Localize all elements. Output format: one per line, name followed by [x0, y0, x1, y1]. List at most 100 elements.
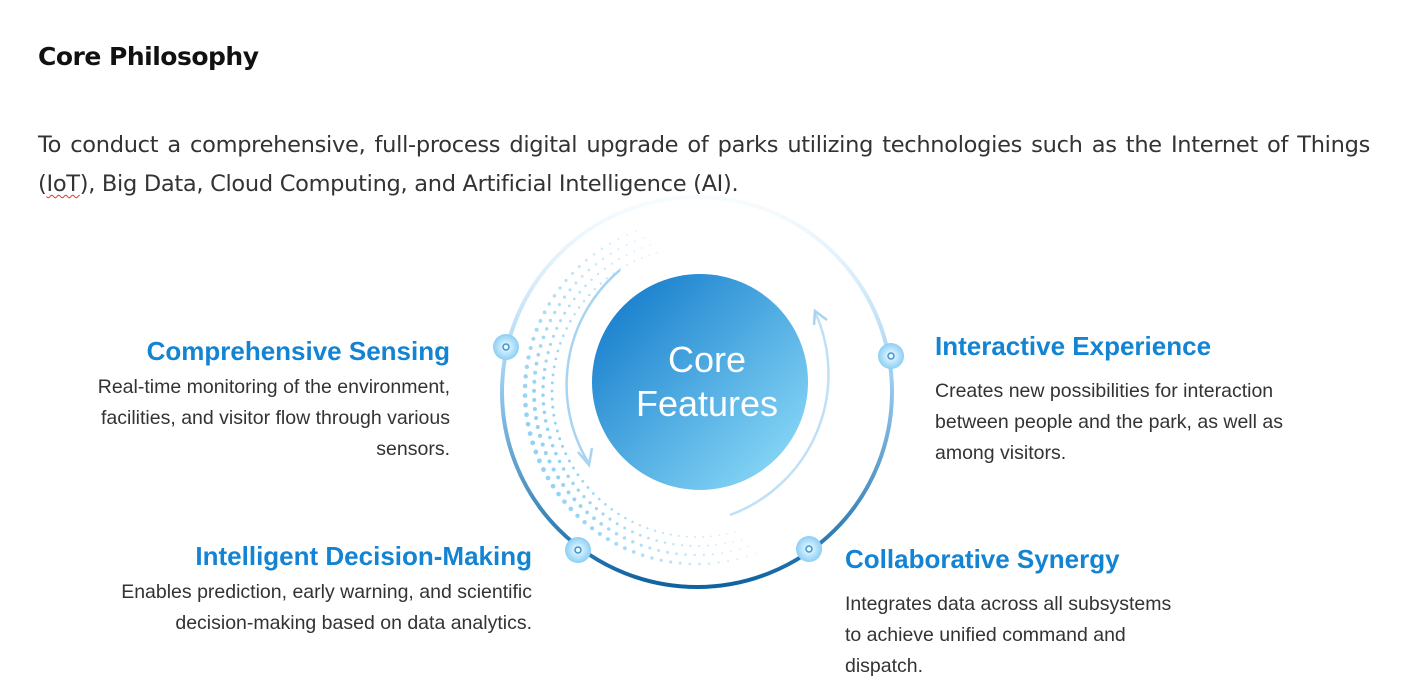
feature-title: Comprehensive Sensing [146, 336, 450, 366]
dot [522, 383, 528, 389]
dot [604, 503, 607, 506]
core-label-line: Core [667, 339, 747, 380]
dot [524, 412, 529, 418]
dot [680, 544, 684, 547]
dot [571, 481, 575, 486]
dot [522, 393, 528, 398]
dot [685, 535, 688, 538]
dot [655, 539, 658, 542]
dot [599, 282, 602, 285]
dot [597, 531, 602, 537]
node-icon [493, 334, 519, 360]
dot [672, 542, 675, 546]
dot [578, 504, 583, 508]
cycle-arrow-right [729, 311, 830, 517]
dot [600, 247, 603, 250]
dot [740, 538, 743, 541]
dot [532, 406, 537, 412]
dot [597, 497, 601, 501]
dot [755, 552, 757, 555]
dot [738, 548, 741, 551]
dot [537, 433, 543, 438]
dot [723, 542, 726, 545]
dot [589, 526, 595, 531]
dot [558, 286, 562, 290]
dot [648, 546, 652, 550]
dot [562, 499, 567, 504]
dot [554, 451, 558, 456]
dot [542, 410, 547, 415]
dot [581, 479, 585, 483]
dot [556, 349, 560, 353]
dot [625, 254, 628, 257]
dot [666, 550, 669, 554]
dot [586, 486, 590, 489]
dot [542, 310, 547, 315]
dot [555, 326, 559, 330]
dot [638, 524, 642, 527]
dot [608, 242, 612, 245]
dot [624, 516, 627, 520]
dot [541, 335, 546, 340]
intro-paragraph: To conduct a comprehensive, full-process… [38, 126, 1370, 204]
dot [626, 233, 628, 236]
core-circle [592, 274, 808, 490]
arrow-head-icon [812, 308, 828, 326]
dot [574, 281, 578, 285]
dot [638, 533, 642, 537]
dot [693, 553, 696, 557]
dot [698, 544, 701, 548]
dot [711, 553, 714, 556]
dot [606, 527, 611, 531]
dot [541, 376, 546, 380]
dot [544, 359, 548, 363]
dot [631, 520, 634, 524]
dot [590, 278, 593, 281]
dot [564, 452, 568, 456]
dot [577, 265, 581, 269]
dot [610, 508, 614, 511]
dot [677, 534, 680, 537]
dot [551, 467, 556, 472]
dot [585, 510, 590, 515]
dot [551, 334, 555, 338]
dot [553, 421, 557, 425]
dot [594, 263, 597, 266]
dot [553, 310, 557, 315]
dot [551, 373, 555, 377]
dot [564, 278, 568, 283]
dot [562, 295, 567, 299]
dot [650, 556, 654, 560]
feature-title: Collaborative Synergy [845, 544, 1120, 574]
dot [536, 458, 542, 464]
dot [623, 526, 627, 530]
dot [594, 506, 598, 511]
dot [633, 260, 636, 263]
dot [639, 543, 643, 547]
dot [669, 560, 673, 564]
dot [622, 546, 627, 551]
dot [525, 421, 531, 427]
dot [592, 516, 596, 521]
dot [593, 287, 596, 291]
dot [630, 530, 634, 534]
dot [559, 342, 562, 345]
dot [524, 364, 530, 370]
dot-pattern [522, 230, 757, 566]
dot [542, 367, 547, 372]
dot [702, 553, 705, 557]
dot [614, 541, 619, 546]
dot [533, 449, 539, 455]
dot [556, 491, 561, 497]
dot [534, 415, 539, 421]
feature-title: Interactive Experience [935, 331, 1212, 361]
dot [614, 531, 619, 536]
dot [577, 306, 581, 309]
dot [562, 334, 565, 338]
feature-description: Enables prediction, early warning, and s… [121, 581, 532, 634]
dot [603, 267, 606, 270]
dot [541, 393, 545, 397]
dot [552, 413, 556, 417]
dot [532, 397, 537, 402]
